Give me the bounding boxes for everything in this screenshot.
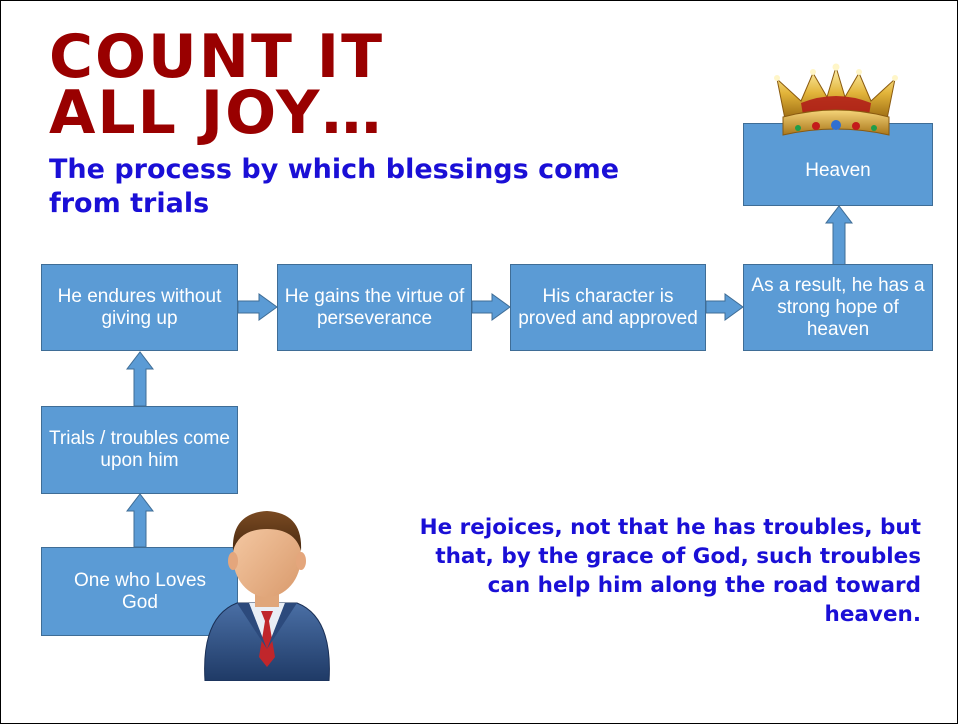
flow-box-character-label: His character is proved and approved	[518, 285, 698, 329]
crown-icon	[774, 63, 898, 136]
businessman-icon	[204, 511, 330, 681]
flow-box-loves-god: One who Loves God	[41, 547, 238, 636]
flow-box-heaven: Heaven	[743, 123, 933, 206]
quote-text: He rejoices, not that he has troubles, b…	[419, 515, 921, 627]
arrow-lovesgod-to-trials	[125, 493, 155, 548]
slide-title: COUNT IT ALL JOY…	[49, 27, 384, 143]
title-line-2: ALL JOY…	[49, 78, 384, 148]
flow-box-character: His character is proved and approved	[510, 264, 706, 351]
flow-box-trials: Trials / troubles come upon him	[41, 406, 238, 494]
flow-box-heaven-label: Heaven	[805, 160, 871, 181]
flow-box-hope: As a result, he has a strong hope of hea…	[743, 264, 933, 351]
flow-box-perseverance-label: He gains the virtue of perseverance	[284, 285, 465, 329]
arrow-trials-to-endures	[125, 351, 155, 407]
flow-box-endures: He endures without giving up	[41, 264, 238, 351]
flow-box-endures-label: He endures without giving up	[57, 285, 222, 329]
arrow-perseverance-to-character	[471, 293, 511, 321]
title-line-1: COUNT IT	[49, 22, 385, 92]
flow-box-perseverance: He gains the virtue of perseverance	[277, 264, 472, 351]
arrow-hope-to-heaven	[824, 205, 854, 266]
flow-box-trials-label: Trials / troubles come upon him	[49, 428, 230, 471]
arrow-endures-to-perseverance	[237, 293, 278, 321]
arrow-character-to-hope	[705, 293, 744, 321]
slide-subtitle: The process by which blessings come from…	[49, 154, 620, 219]
flow-box-loves-god-label: One who Loves God	[73, 569, 207, 613]
flow-box-hope-label: As a result, he has a strong hope of hea…	[751, 274, 925, 340]
